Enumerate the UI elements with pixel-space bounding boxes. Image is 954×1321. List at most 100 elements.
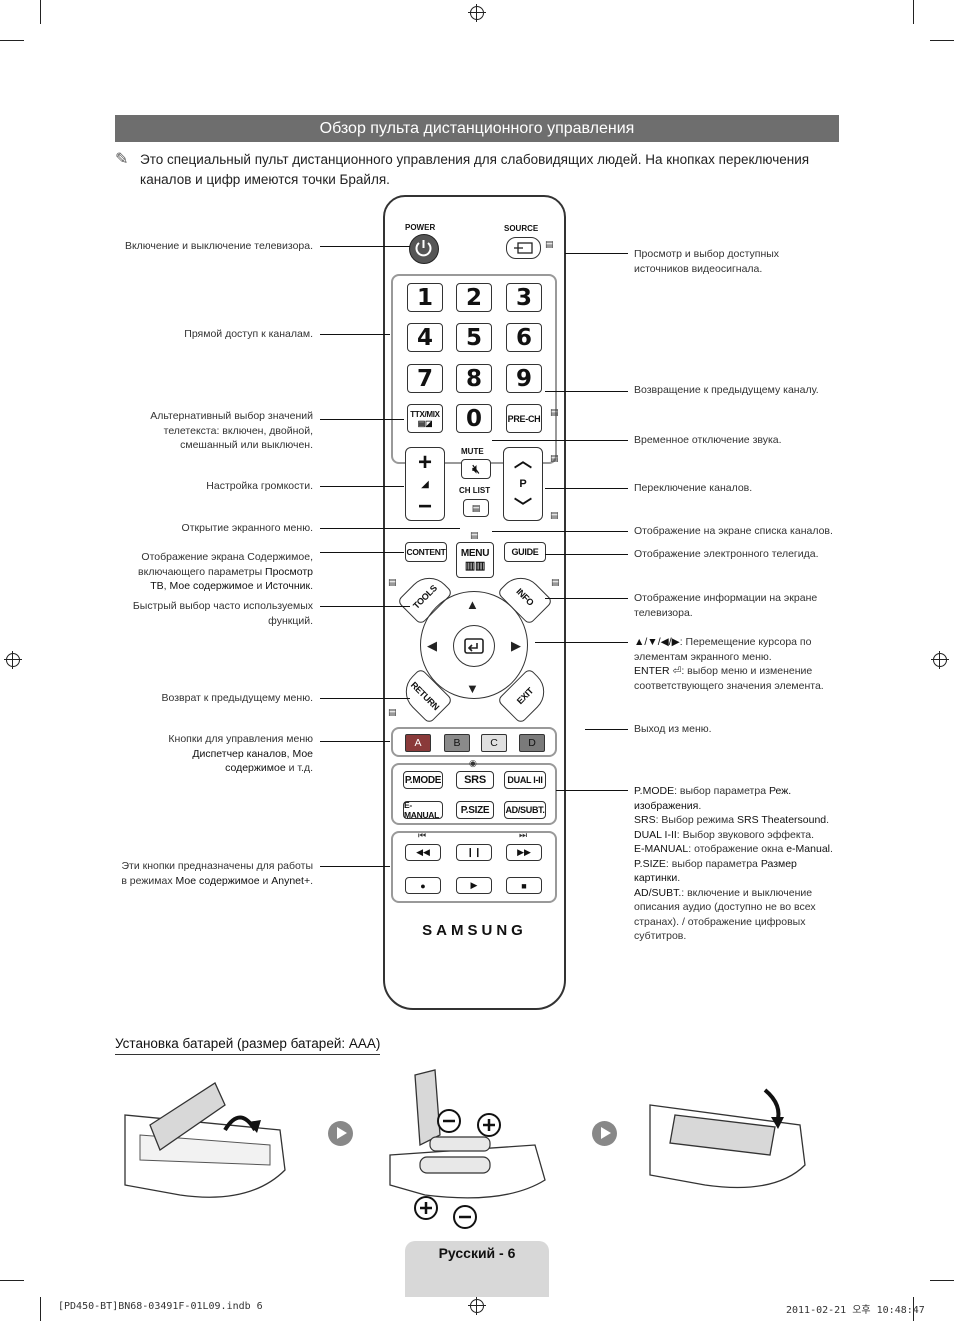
step-arrow-icon (592, 1121, 617, 1146)
digit-2-button[interactable]: 2 (456, 283, 492, 312)
record-button[interactable]: ● (405, 877, 441, 894)
e-manual-button[interactable]: E-MANUAL (403, 800, 443, 820)
label-media: Эти кнопки предназначены для работы в ре… (121, 860, 313, 887)
pause-button[interactable]: ❙❙ (456, 844, 492, 861)
label-exit: Выход из меню. (634, 723, 712, 735)
volume-down-button[interactable]: − (417, 493, 432, 520)
content-button[interactable]: CONTENT (405, 542, 447, 562)
label-volume: Настройка громкости. (206, 480, 313, 492)
play-button[interactable]: ▶ (456, 877, 492, 894)
ch-list-button[interactable]: ▤ (463, 499, 489, 517)
mute-button[interactable]: 🔇︎ (461, 459, 491, 479)
right-arrow-button[interactable]: ▶ (511, 638, 521, 653)
digit-6-button[interactable]: 6 (506, 323, 542, 352)
navigation-ring (420, 591, 528, 699)
note-text: Это специальный пульт дистанционного упр… (140, 152, 810, 187)
leader-line (320, 486, 404, 488)
srs-button[interactable]: SRS (456, 771, 494, 789)
crop-mark (930, 40, 954, 41)
rewind-button[interactable]: ◀◀ (405, 844, 441, 861)
channel-up-button[interactable]: ︿ (514, 451, 532, 471)
up-arrow-button[interactable]: ▲ (466, 597, 479, 612)
digit-5-button[interactable]: 5 (456, 323, 492, 352)
label-prech: Возвращение к предыдущему каналу. (634, 384, 819, 396)
volume-up-button[interactable]: + (417, 449, 432, 476)
channel-rocker[interactable]: ︿ P ﹀ (503, 447, 543, 521)
color-key-c[interactable]: C (481, 734, 507, 752)
left-arrow-button[interactable]: ◀ (427, 638, 437, 653)
down-arrow-button[interactable]: ▼ (466, 681, 479, 696)
leader-line (320, 698, 410, 700)
label-ttx: Альтернативный выбор значений телетекста… (150, 410, 313, 451)
volume-rocker[interactable]: + ◢ − (405, 447, 445, 521)
menu-button[interactable]: MENU ▥▥ (456, 542, 494, 578)
battery-step-2-illustration (389, 1069, 546, 1229)
power-icon (415, 240, 432, 257)
note: ✎ Это специальный пульт дистанционного у… (115, 150, 835, 190)
step-arrow-icon (328, 1121, 353, 1146)
next-track-icon: ⏭ (519, 830, 528, 840)
leader-line (556, 790, 628, 792)
registration-mark-icon (468, 4, 486, 22)
menu-label: MENU (460, 548, 490, 559)
leader-line (320, 528, 460, 530)
color-key-a[interactable]: A (405, 734, 431, 752)
function-keys-frame (391, 763, 557, 825)
channel-down-button[interactable]: ﹀ (514, 497, 532, 517)
digit-9-button[interactable]: 9 (506, 364, 542, 393)
tools-side-icon: ▤ (388, 577, 397, 587)
label-mute: Временное отключение звука. (634, 434, 782, 446)
battery-step-1-illustration (124, 1082, 286, 1198)
leader-line (545, 391, 628, 393)
teletext-icon: ▤◪ (417, 418, 433, 428)
enter-button[interactable] (453, 625, 495, 667)
p-size-button[interactable]: P.SIZE (456, 801, 494, 819)
power-button[interactable] (409, 234, 439, 264)
digit-3-button[interactable]: 3 (506, 283, 542, 312)
dual-button[interactable]: DUAL I-II (504, 771, 546, 789)
crop-mark (930, 1280, 954, 1281)
digit-7-button[interactable]: 7 (407, 364, 443, 393)
leader-line (320, 866, 390, 868)
page-tab (405, 1241, 549, 1297)
pre-ch-button[interactable]: PRE-CH (506, 404, 542, 433)
digit-8-button[interactable]: 8 (456, 364, 492, 393)
digit-1-button[interactable]: 1 (407, 283, 443, 312)
source-icon (513, 242, 533, 254)
label-digits: Прямой доступ к каналам. (184, 328, 313, 340)
prech-side-icon: ▤ (550, 407, 559, 417)
crop-mark (913, 0, 914, 24)
leader-line (535, 642, 628, 644)
color-key-b[interactable]: B (444, 734, 470, 752)
color-key-d[interactable]: D (519, 734, 545, 752)
section-title: Обзор пульта дистанционного управления (115, 115, 839, 142)
label-info: Отображение информации на экране телевиз… (634, 592, 818, 619)
leader-line (320, 552, 404, 554)
fast-forward-button[interactable]: ▶▶ (506, 844, 542, 861)
crop-mark (0, 1280, 24, 1281)
mute-label: MUTE (461, 447, 484, 456)
leader-line (545, 554, 628, 556)
stop-button[interactable]: ■ (506, 877, 542, 894)
leader-line (320, 246, 410, 248)
enter-icon (464, 638, 484, 654)
p-mode-button[interactable]: P.MODE (403, 771, 443, 789)
registration-mark-icon (468, 1297, 486, 1315)
ttx-mix-label: TTX/MIX (410, 409, 440, 419)
label-power: Включение и выключение телевизора. (124, 240, 313, 252)
ttx-mix-button[interactable]: TTX/MIX ▤◪ (407, 404, 443, 433)
label-menu: Открытие экранного меню. (181, 522, 313, 534)
page-number: Русский - 6 (438, 1245, 516, 1261)
info-side-icon: ▤ (551, 577, 560, 587)
leader-line (320, 741, 390, 743)
registration-mark-icon (4, 651, 22, 669)
guide-button[interactable]: GUIDE (504, 542, 546, 562)
ad-subt-button[interactable]: AD/SUBT. (504, 801, 546, 819)
channel-side-icon: ▤ (550, 510, 559, 520)
digit-0-button[interactable]: 0 (456, 404, 492, 433)
label-tools: Быстрый выбор часто используемых функций… (132, 600, 313, 627)
digit-4-button[interactable]: 4 (407, 323, 443, 352)
source-button[interactable] (506, 237, 541, 259)
label-return: Возврат к предыдущему меню. (161, 692, 313, 704)
label-chlist: Отображение на экране списка каналов. (634, 525, 833, 537)
